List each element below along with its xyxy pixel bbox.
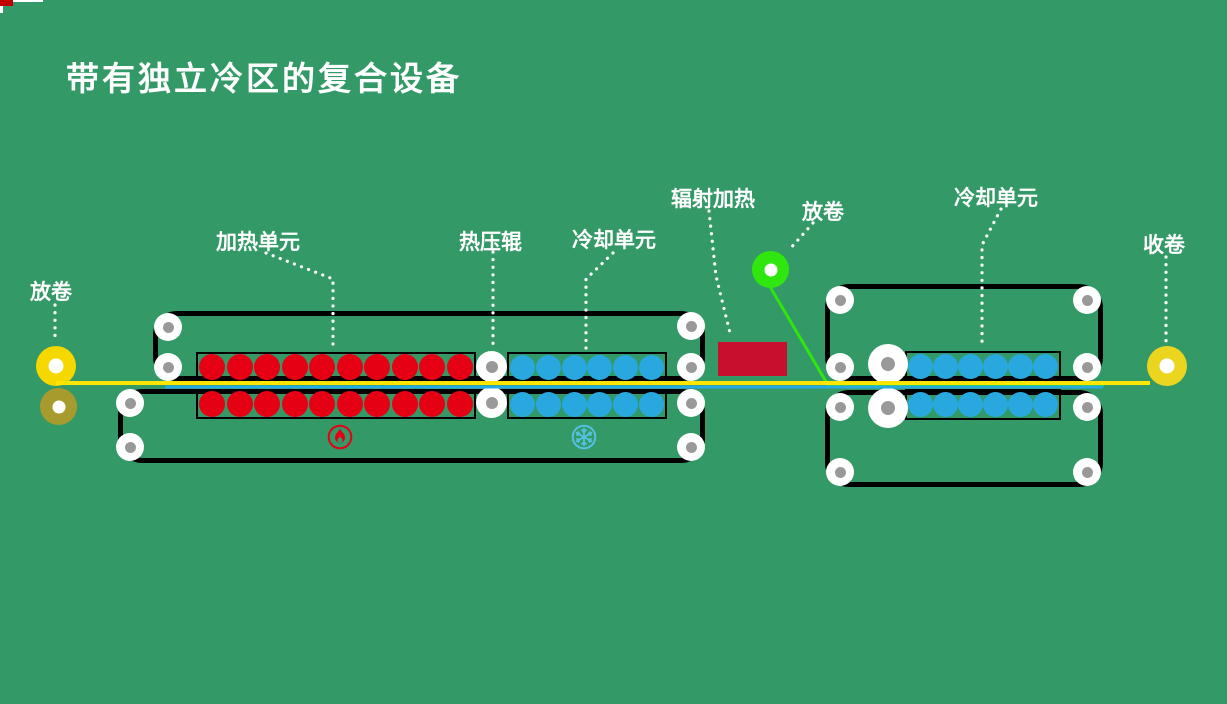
cooling-element bbox=[1008, 392, 1033, 417]
unwind-roll-olive bbox=[40, 388, 77, 425]
heating-element bbox=[336, 354, 363, 380]
unwind-roll-yellow bbox=[36, 346, 76, 386]
heating-element bbox=[364, 354, 391, 380]
housing-left-bottom bbox=[118, 389, 705, 463]
cooling-unit-left-bottom-row bbox=[507, 389, 667, 419]
label-rewind: 收卷 bbox=[1143, 233, 1185, 257]
cooling-element bbox=[510, 391, 535, 417]
cooling-element bbox=[983, 392, 1008, 417]
cooling-element bbox=[638, 354, 664, 380]
guide-roller bbox=[154, 353, 182, 381]
heating-element bbox=[446, 354, 473, 380]
guide-roller bbox=[116, 433, 144, 461]
cooling-element bbox=[958, 354, 983, 379]
heating-element bbox=[446, 391, 473, 417]
cooling-element bbox=[535, 354, 561, 380]
label-cooling-unit-right: 冷却单元 bbox=[954, 186, 1038, 210]
screen-edge-artifact bbox=[13, 0, 43, 2]
heating-element bbox=[336, 391, 363, 417]
cooling-element bbox=[933, 392, 958, 417]
leader-unwind-mid bbox=[787, 221, 815, 252]
rewind-roll-yellow bbox=[1147, 346, 1187, 386]
heating-element bbox=[419, 391, 446, 417]
heating-element bbox=[254, 391, 281, 417]
cooling-element bbox=[613, 391, 639, 417]
heating-element bbox=[281, 354, 308, 380]
cooling-element bbox=[561, 391, 587, 417]
cooling-element bbox=[958, 392, 983, 417]
cooling-element bbox=[561, 354, 587, 380]
label-unwind-mid: 放卷 bbox=[802, 200, 844, 224]
leader-radiant-heating bbox=[707, 209, 733, 339]
hot-press-roller-bottom bbox=[476, 387, 507, 418]
cooling-unit-left-top-row bbox=[507, 352, 667, 382]
screen-edge-artifact bbox=[0, 0, 13, 6]
cooling-element bbox=[613, 354, 639, 380]
heating-element bbox=[281, 391, 308, 417]
entry-roller-top bbox=[868, 344, 908, 384]
cooling-element bbox=[908, 392, 933, 417]
heating-element bbox=[254, 354, 281, 380]
label-hot-press-roller: 热压辊 bbox=[459, 230, 522, 254]
cooling-element bbox=[587, 391, 613, 417]
heating-unit-top-row bbox=[196, 352, 476, 382]
label-heating-unit: 加热单元 bbox=[216, 230, 300, 254]
heating-element bbox=[309, 354, 336, 380]
heating-element bbox=[226, 391, 253, 417]
cooling-unit-right-top-row bbox=[905, 351, 1061, 382]
cooling-element bbox=[638, 391, 664, 417]
guide-roller bbox=[826, 458, 854, 486]
page-title: 带有独立冷区的复合设备 bbox=[66, 59, 462, 98]
guide-roller bbox=[1073, 458, 1101, 486]
entry-roller-bottom bbox=[868, 388, 908, 428]
cooling-element bbox=[933, 354, 958, 379]
guide-roller bbox=[826, 286, 854, 314]
flame-icon bbox=[327, 424, 353, 450]
unwind-roll-green bbox=[752, 251, 789, 288]
label-radiant-heating: 辐射加热 bbox=[671, 187, 755, 211]
cooling-unit-right-bottom-row bbox=[905, 389, 1061, 420]
heating-element bbox=[199, 391, 225, 417]
snowflake-icon bbox=[571, 424, 597, 450]
guide-roller bbox=[826, 393, 854, 421]
guide-roller bbox=[826, 353, 854, 381]
heating-element bbox=[364, 391, 391, 417]
guide-roller bbox=[1073, 286, 1101, 314]
guide-roller bbox=[677, 389, 705, 417]
guide-roller bbox=[116, 389, 144, 417]
heating-element bbox=[199, 354, 225, 380]
cooling-element bbox=[983, 354, 1008, 379]
cooling-element bbox=[1033, 354, 1058, 379]
guide-roller bbox=[677, 433, 705, 461]
heating-element bbox=[226, 354, 253, 380]
radiant-heater-block bbox=[718, 342, 787, 376]
cooling-element bbox=[587, 354, 613, 380]
heating-element bbox=[391, 354, 418, 380]
cooling-element bbox=[535, 391, 561, 417]
label-unwind-left: 放卷 bbox=[30, 280, 72, 304]
guide-roller bbox=[677, 353, 705, 381]
guide-roller bbox=[677, 312, 705, 340]
cooling-element bbox=[1008, 354, 1033, 379]
heating-element bbox=[391, 391, 418, 417]
screen-edge-artifact bbox=[0, 6, 3, 13]
cooling-element bbox=[510, 354, 535, 380]
guide-roller bbox=[1073, 353, 1101, 381]
guide-roller bbox=[154, 313, 182, 341]
heating-unit-bottom-row bbox=[196, 389, 476, 419]
heating-element bbox=[309, 391, 336, 417]
heating-element bbox=[419, 354, 446, 380]
guide-roller bbox=[1073, 393, 1101, 421]
cooling-element bbox=[908, 354, 933, 379]
label-cooling-unit-left: 冷却单元 bbox=[572, 228, 656, 252]
hot-press-roller-top bbox=[476, 351, 507, 382]
cooling-element bbox=[1033, 392, 1058, 417]
